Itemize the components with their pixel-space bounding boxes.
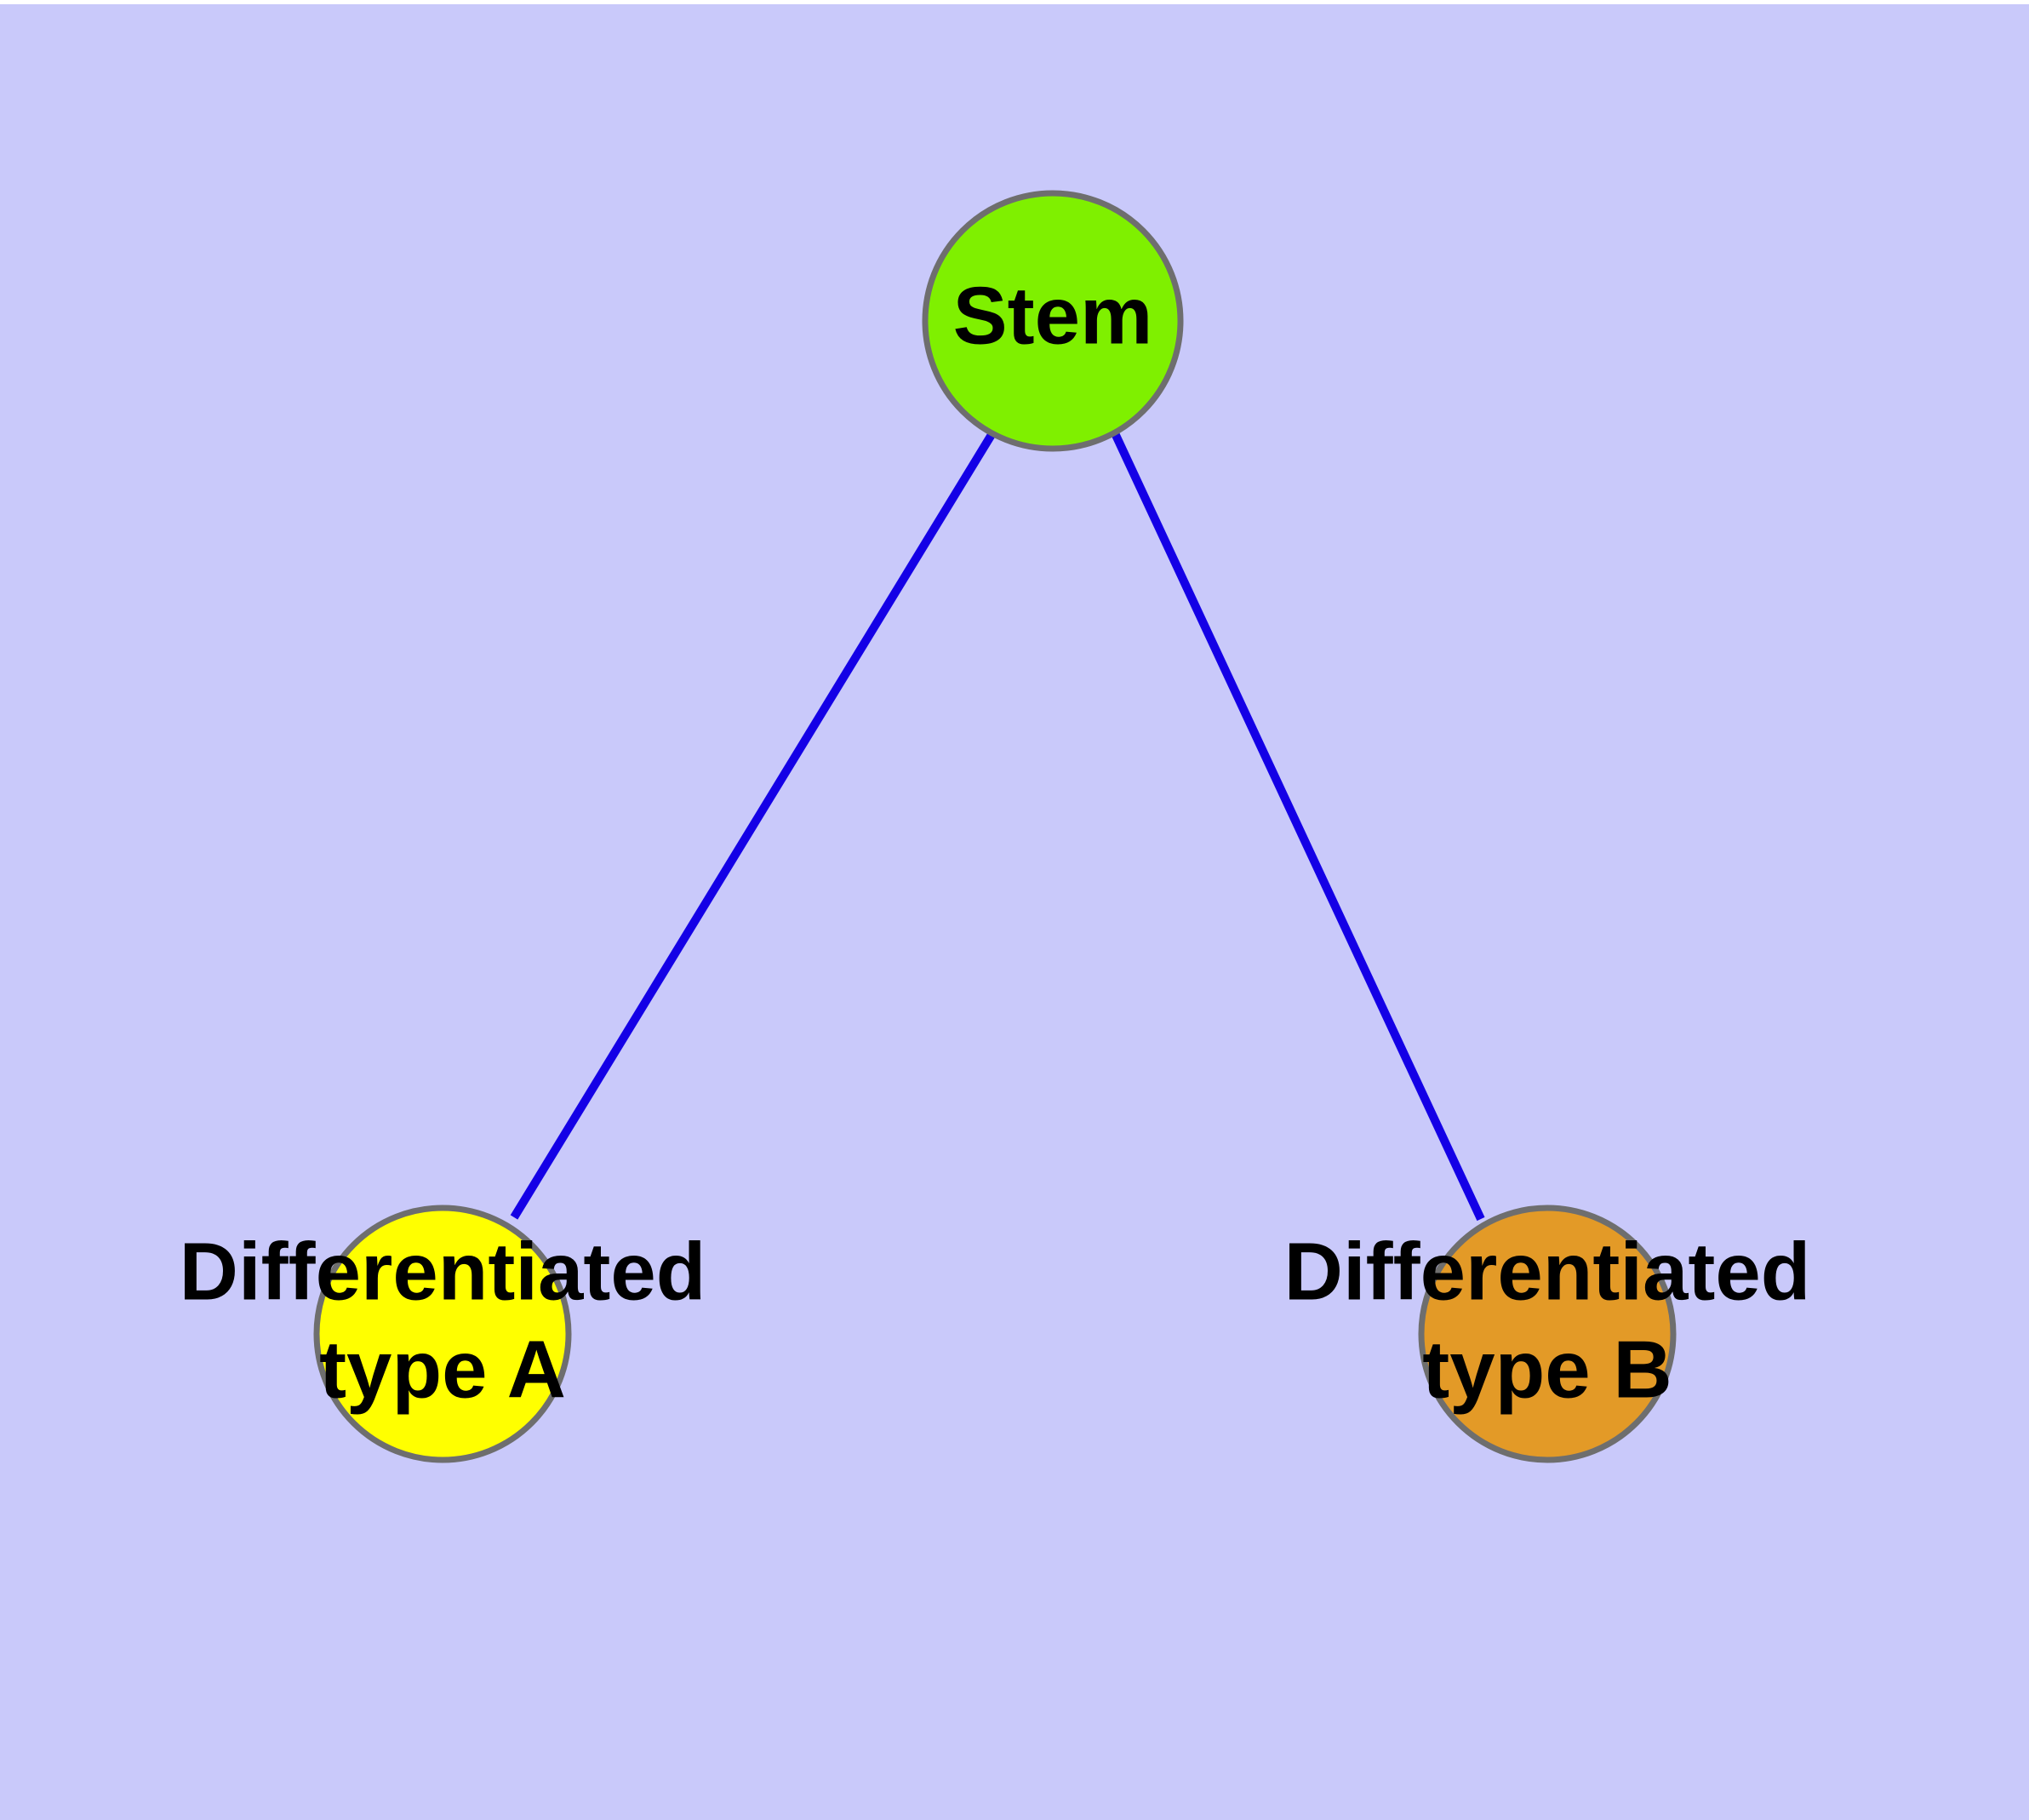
node-label-differentiated-type-a-line2: type A [319, 1324, 566, 1415]
edge-stem-to-differentiated-type-a[interactable] [510, 431, 997, 1220]
node-layer: Differentiated type A Differentiated typ… [180, 190, 1811, 1463]
node-differentiated-type-b[interactable]: Differentiated type B [1284, 1205, 1811, 1463]
node-circle-stem[interactable] [922, 190, 1184, 452]
node-differentiated-type-a[interactable]: Differentiated type A [180, 1205, 706, 1463]
edge-stem-to-differentiated-type-b[interactable] [1111, 431, 1485, 1222]
node-label-differentiated-type-a: Differentiated [180, 1226, 706, 1317]
node-label-stem: Stem [953, 270, 1153, 361]
edge-layer [510, 431, 1485, 1222]
node-circle-differentiated-type-b[interactable] [1418, 1205, 1677, 1463]
node-circle-differentiated-type-a[interactable] [313, 1205, 572, 1463]
node-label-differentiated-type-b-line2: type B [1422, 1324, 1672, 1415]
node-label-differentiated-type-b: Differentiated [1284, 1226, 1811, 1317]
node-stem[interactable]: Stem [922, 190, 1184, 452]
